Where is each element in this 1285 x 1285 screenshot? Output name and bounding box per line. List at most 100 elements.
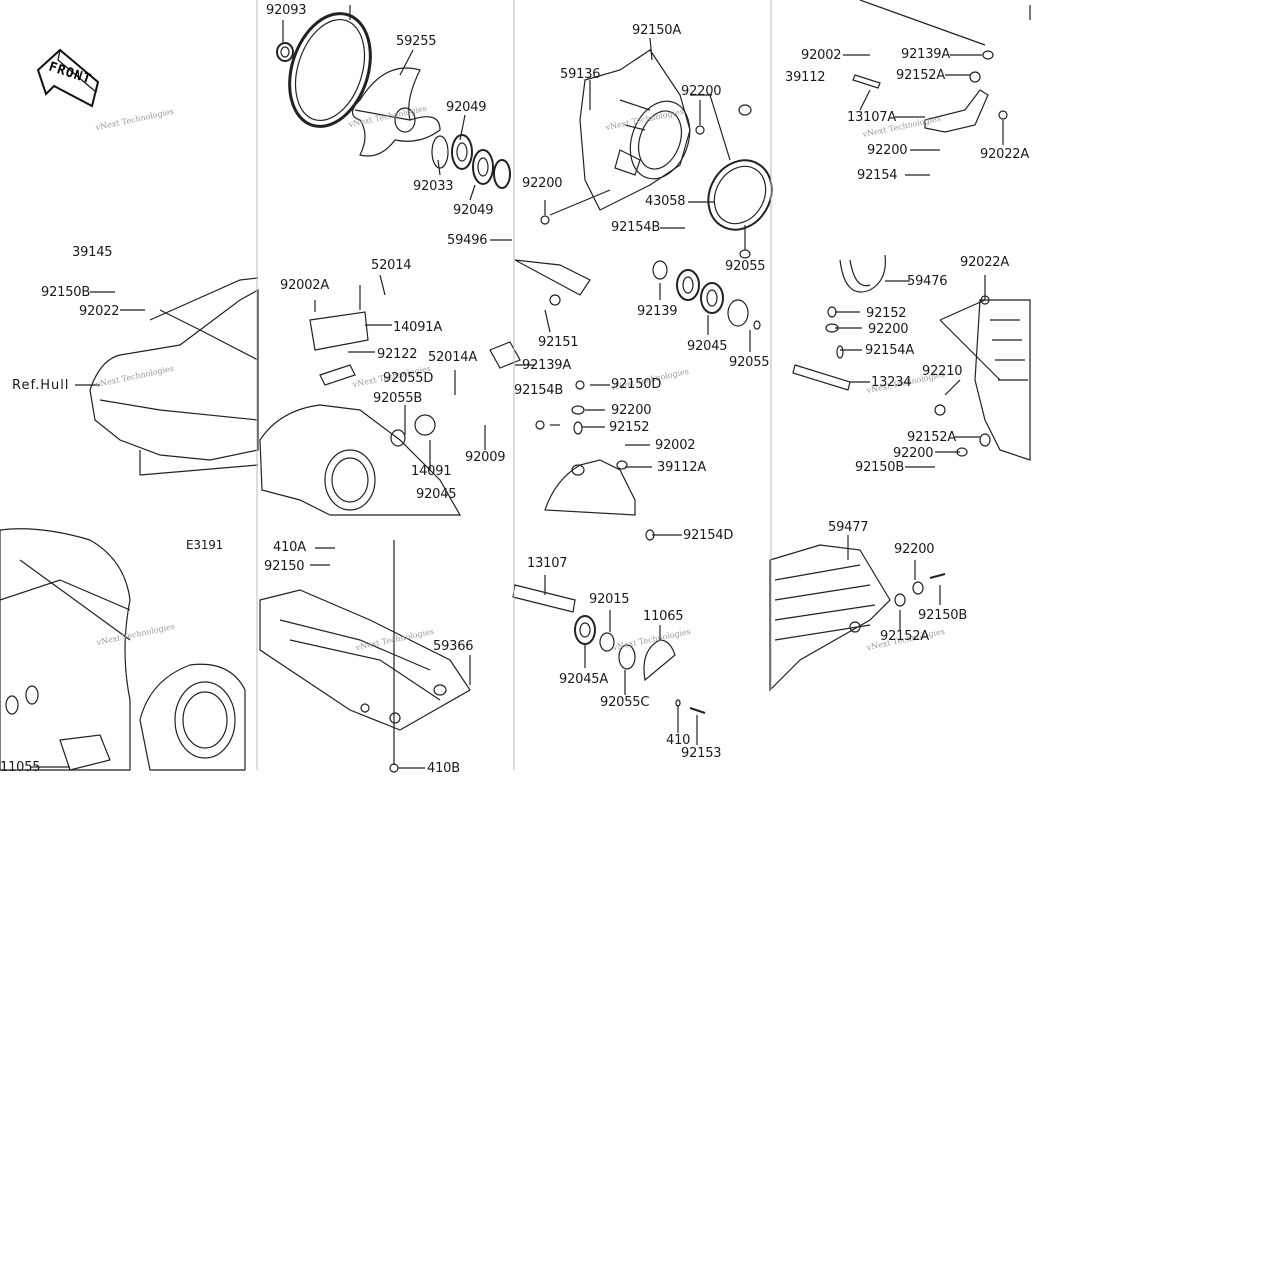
part-label[interactable]: 92139A — [522, 358, 572, 373]
part-label[interactable]: 92200 — [868, 322, 909, 337]
front-arrow-icon — [36, 48, 100, 108]
part-label[interactable]: 92022A — [960, 255, 1010, 270]
part-label[interactable]: 11065 — [643, 609, 684, 624]
part-label[interactable]: 13234 — [871, 375, 912, 390]
bearing-92045A-drawing — [574, 615, 596, 645]
part-label[interactable]: 92200 — [894, 542, 935, 557]
part-label[interactable]: 92150B — [918, 608, 968, 623]
part-label[interactable]: 92055 — [725, 259, 766, 274]
part-label[interactable]: 92049 — [453, 203, 494, 218]
part-label[interactable]: 14091 — [411, 464, 452, 479]
part-label[interactable]: 92154B — [514, 383, 564, 398]
hull-lower-drawing — [0, 528, 131, 771]
part-label[interactable]: 92033 — [413, 179, 454, 194]
part-label[interactable]: 92122 — [377, 347, 418, 362]
part-label[interactable]: 410 — [666, 733, 691, 748]
nozzle-drawing — [544, 459, 636, 516]
pump-cover-11055-drawing — [59, 663, 246, 771]
ride-plate-59366-drawing — [259, 589, 471, 731]
part-label[interactable]: 39112 — [785, 70, 826, 85]
part-label[interactable]: 92045 — [687, 339, 728, 354]
part-label[interactable]: 59476 — [907, 274, 948, 289]
part-label[interactable]: 410B — [427, 761, 460, 776]
part-label[interactable]: 92210 — [922, 364, 963, 379]
part-label[interactable]: 92200 — [867, 143, 908, 158]
shaft-13234-drawing — [792, 345, 851, 391]
part-label[interactable]: 92002A — [280, 278, 330, 293]
part-label[interactable]: 92150D — [611, 377, 662, 392]
part-label[interactable]: 92045 — [416, 487, 457, 502]
part-label[interactable]: 92150B — [855, 460, 905, 475]
part-label[interactable]: 13107A — [847, 110, 897, 125]
pump-housing-drawing — [259, 311, 462, 516]
washer-92093-drawing — [276, 42, 294, 62]
part-label[interactable]: 92154 — [857, 168, 898, 183]
bucket-59477-drawing — [769, 544, 891, 692]
part-label[interactable]: 92049 — [446, 100, 487, 115]
part-label[interactable]: 92154A — [865, 343, 915, 358]
part-label[interactable]: 59136 — [560, 67, 601, 82]
part-label[interactable]: 92139 — [637, 304, 678, 319]
part-label[interactable]: 52014A — [428, 350, 478, 365]
wear-ring-drawing — [288, 12, 372, 128]
part-label[interactable]: 92154D — [683, 528, 734, 543]
nut-92015-drawing — [599, 632, 615, 652]
part-label[interactable]: 92009 — [465, 450, 506, 465]
part-label[interactable]: 92152A — [907, 430, 957, 445]
part-label[interactable]: 92055B — [373, 391, 423, 406]
part-label[interactable]: 92022A — [980, 147, 1030, 162]
shaft-13107-drawing — [512, 575, 576, 613]
part-label[interactable]: 92151 — [538, 335, 579, 350]
hull-drawing — [89, 277, 259, 476]
part-label[interactable]: 92002 — [801, 48, 842, 63]
part-label[interactable]: 92139A — [901, 47, 951, 62]
part-label[interactable]: 92152 — [866, 306, 907, 321]
part-label[interactable]: 92152 — [609, 420, 650, 435]
part-label[interactable]: 39112A — [657, 460, 707, 475]
part-label[interactable]: 92153 — [681, 746, 722, 761]
part-label[interactable]: 59366 — [433, 639, 474, 654]
part-label[interactable]: 92022 — [79, 304, 120, 319]
part-label[interactable]: 92152A — [896, 68, 946, 83]
part-label[interactable]: 92015 — [589, 592, 630, 607]
reverse-bucket-drawing — [974, 299, 1031, 461]
part-label[interactable]: 92152A — [880, 629, 930, 644]
cap-11065-drawing — [643, 639, 676, 682]
part-label[interactable]: 92150A — [632, 23, 682, 38]
part-label[interactable]: 92002 — [655, 438, 696, 453]
part-label[interactable]: 92200 — [522, 176, 563, 191]
part-label[interactable]: 92200 — [681, 84, 722, 99]
part-label[interactable]: 92150 — [264, 559, 305, 574]
part-label[interactable]: 92045A — [559, 672, 609, 687]
part-label[interactable]: 52014 — [371, 258, 412, 273]
part-label[interactable]: 13107 — [527, 556, 568, 571]
impeller-drawing — [351, 67, 441, 157]
part-label[interactable]: 92150B — [41, 285, 91, 300]
steering-arm-drawing — [924, 50, 1008, 133]
part-label[interactable]: 59255 — [396, 34, 437, 49]
part-label[interactable]: 92055D — [383, 371, 434, 386]
part-label[interactable]: 410A — [273, 540, 306, 555]
deflector-59476-drawing — [839, 254, 910, 293]
part-label[interactable]: 92200 — [611, 403, 652, 418]
part-label[interactable]: 59496 — [447, 233, 488, 248]
lever-39112-drawing — [852, 74, 881, 89]
part-label[interactable]: 14091A — [393, 320, 443, 335]
bearings-drawing — [431, 134, 511, 189]
pump-case-drawing — [579, 49, 691, 211]
part-label[interactable]: 92154B — [611, 220, 661, 235]
part-label[interactable]: 92200 — [893, 446, 934, 461]
part-label[interactable]: 92055C — [600, 695, 650, 710]
ref-hull-label: Ref.Hull — [12, 378, 70, 393]
part-label[interactable]: 92055 — [729, 355, 770, 370]
drive-shaft-assembly-drawing — [652, 260, 761, 330]
part-label[interactable]: 11055 — [0, 760, 41, 775]
diagram-code-label: E3191 — [186, 538, 224, 552]
part-label[interactable]: 59477 — [828, 520, 869, 535]
part-label[interactable]: 43058 — [645, 194, 686, 209]
part-label[interactable]: 92093 — [266, 3, 307, 18]
cover-43058-drawing — [707, 159, 773, 231]
part-label[interactable]: 39145 — [72, 245, 113, 260]
